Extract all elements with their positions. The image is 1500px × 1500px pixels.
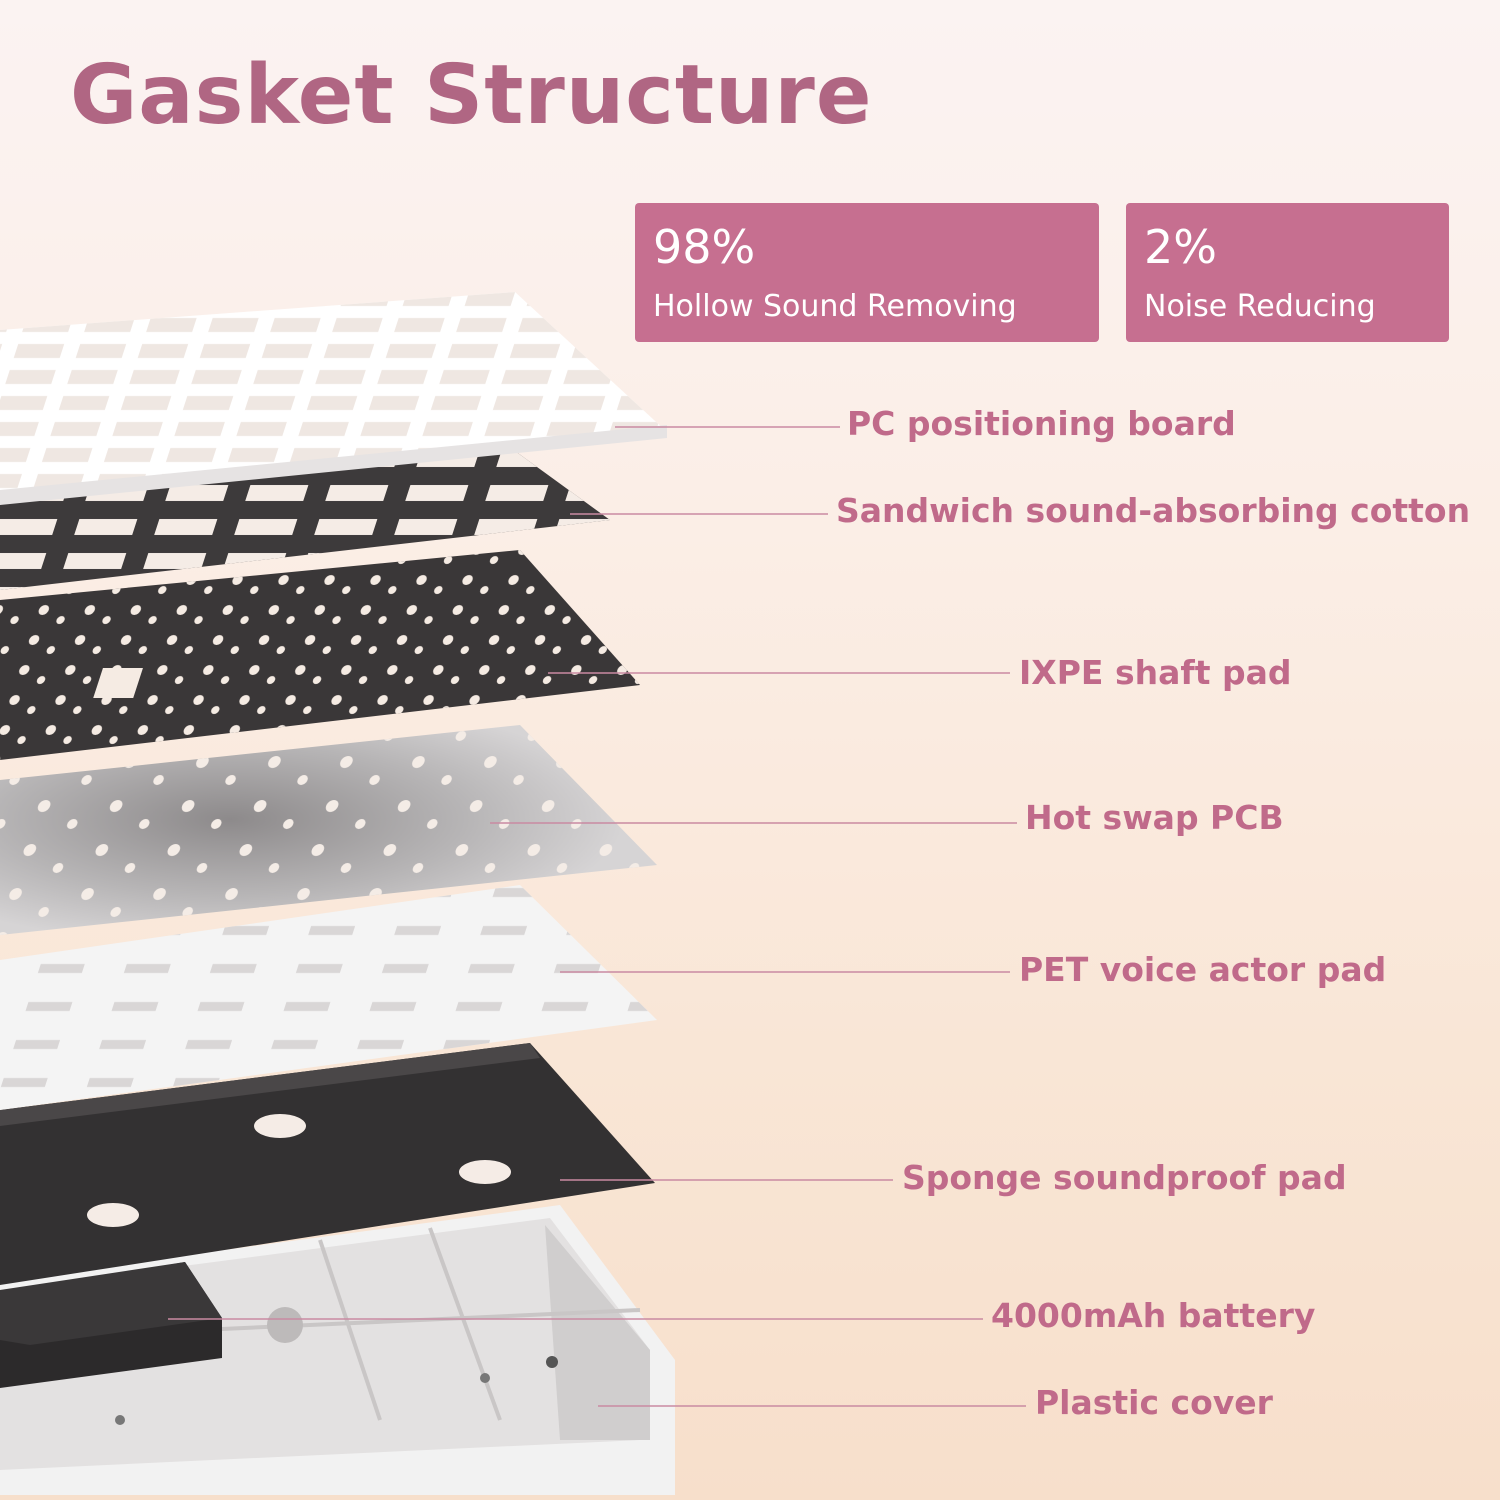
stat-value: 2% bbox=[1144, 220, 1217, 274]
stat-badge-hollow-sound: 98% Hollow Sound Removing bbox=[635, 203, 1099, 342]
stat-value: 98% bbox=[653, 220, 756, 274]
callout-ixpe-shaft-pad: IXPE shaft pad bbox=[1019, 653, 1292, 692]
callout-pc-positioning-board: PC positioning board bbox=[847, 404, 1236, 443]
callout-sandwich-cotton: Sandwich sound-absorbing cotton bbox=[836, 491, 1471, 530]
layer-pet-pad bbox=[0, 885, 657, 1110]
callout-hot-swap-pcb: Hot swap PCB bbox=[1025, 798, 1284, 837]
callout-plastic-cover: Plastic cover bbox=[1035, 1383, 1273, 1422]
layer-battery bbox=[0, 1262, 222, 1388]
leader-lines bbox=[168, 426, 1026, 1407]
callout-pet-voice-actor-pad: PET voice actor pad bbox=[1019, 950, 1387, 989]
callout-sponge-soundproof-pad: Sponge soundproof pad bbox=[902, 1158, 1347, 1197]
callout-battery: 4000mAh battery bbox=[991, 1296, 1316, 1335]
layer-pc-board bbox=[0, 292, 667, 505]
layer-ixpe-pad bbox=[0, 550, 640, 760]
layer-hot-swap-pcb bbox=[0, 725, 657, 935]
stat-badge-noise-reducing: 2% Noise Reducing bbox=[1126, 203, 1449, 342]
page-title: Gasket Structure bbox=[70, 48, 873, 143]
layer-sponge-pad bbox=[0, 1043, 655, 1285]
stat-label: Hollow Sound Removing bbox=[653, 289, 1017, 324]
stat-label: Noise Reducing bbox=[1144, 289, 1376, 324]
